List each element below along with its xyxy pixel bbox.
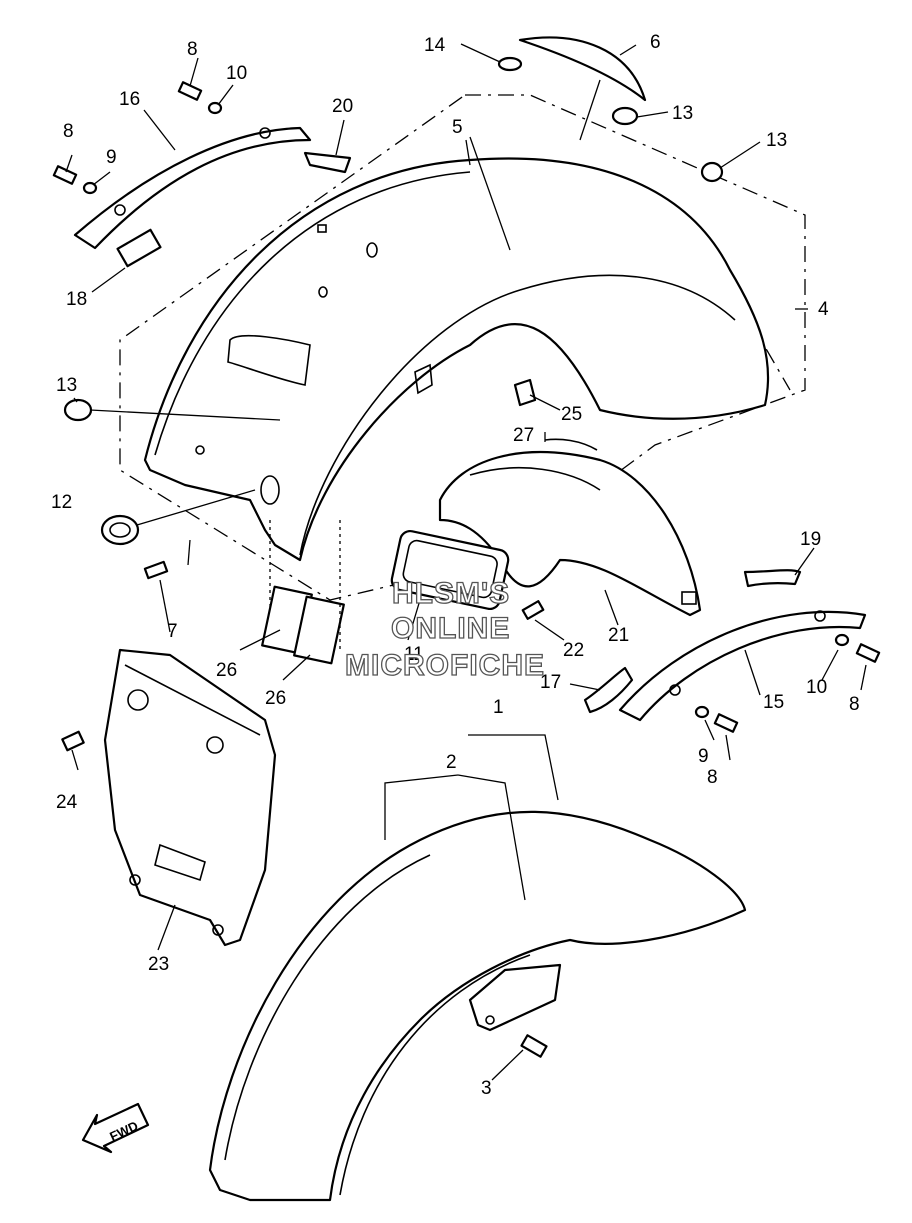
callout-26a: 26 bbox=[216, 660, 237, 681]
callout-23: 23 bbox=[148, 954, 169, 975]
bolt-8-b bbox=[52, 165, 78, 185]
callout-8d: 8 bbox=[707, 767, 718, 788]
rubber-pad-20 bbox=[303, 151, 352, 174]
callout-27: 27 bbox=[513, 425, 534, 446]
washer-9-b bbox=[694, 705, 710, 719]
callout-18: 18 bbox=[66, 289, 87, 310]
callout-13a: 13 bbox=[672, 103, 693, 124]
callout-8b: 8 bbox=[63, 121, 74, 142]
license-light bbox=[390, 529, 510, 611]
callout-16: 16 bbox=[119, 89, 140, 110]
callout-1: 1 bbox=[493, 697, 504, 718]
bolt-3 bbox=[520, 1034, 548, 1058]
watermark: HLSM'S ONLINE MICROFICHE bbox=[344, 576, 545, 682]
callout-12: 12 bbox=[51, 492, 72, 513]
rail-left bbox=[73, 126, 312, 250]
callout-22: 22 bbox=[563, 640, 584, 661]
callout-4: 4 bbox=[818, 299, 829, 320]
bolt-7 bbox=[143, 560, 169, 580]
callout-8a: 8 bbox=[187, 39, 198, 60]
callout-2: 2 bbox=[446, 752, 457, 773]
bolt-8-d bbox=[713, 713, 739, 733]
grommet-12 bbox=[100, 514, 140, 546]
callout-10b: 10 bbox=[806, 677, 827, 698]
washer-10-a bbox=[207, 101, 223, 115]
callout-26b: 26 bbox=[265, 688, 286, 709]
front-fender bbox=[208, 810, 747, 1202]
bolt-24 bbox=[61, 730, 85, 752]
bolt-22 bbox=[521, 600, 545, 620]
callout-3: 3 bbox=[481, 1078, 492, 1099]
callout-8c: 8 bbox=[849, 694, 860, 715]
callout-15: 15 bbox=[763, 692, 784, 713]
strip-27 bbox=[544, 438, 598, 451]
callout-13b: 13 bbox=[766, 130, 787, 151]
callout-9b: 9 bbox=[698, 746, 709, 767]
callout-21: 21 bbox=[608, 625, 629, 646]
bolt-8-a bbox=[177, 81, 203, 101]
callout-10a: 10 bbox=[226, 63, 247, 84]
watermark-line-2: ONLINE bbox=[391, 612, 510, 645]
watermark-line-1: HLSM'S bbox=[392, 577, 510, 610]
callout-20: 20 bbox=[332, 96, 353, 117]
clip-25 bbox=[513, 378, 537, 407]
rear-fender bbox=[143, 157, 770, 562]
pad-17 bbox=[583, 666, 634, 714]
rubber-pad-18 bbox=[116, 228, 162, 268]
pad-26-b bbox=[293, 595, 345, 665]
pad-19 bbox=[743, 569, 802, 588]
watermark-line-3: MICROFICHE bbox=[345, 649, 545, 682]
washer-10-b bbox=[834, 633, 850, 647]
callout-6: 6 bbox=[650, 32, 661, 53]
callout-5: 5 bbox=[452, 117, 463, 138]
fwd-arrow-icon: FWD bbox=[81, 1102, 150, 1154]
grommet-13-a bbox=[611, 106, 639, 126]
callout-7: 7 bbox=[167, 621, 178, 642]
grommet-13-c bbox=[63, 398, 93, 422]
hardware bbox=[52, 56, 881, 1058]
fender-tip bbox=[518, 36, 647, 102]
callout-25: 25 bbox=[561, 404, 582, 425]
bolt-8-c bbox=[855, 643, 881, 663]
grommet-13-b bbox=[700, 161, 724, 183]
washer-9-a bbox=[82, 181, 98, 195]
washer-14 bbox=[497, 56, 523, 72]
callout-9a: 9 bbox=[106, 147, 117, 168]
callout-24: 24 bbox=[56, 792, 78, 813]
leader-lines bbox=[65, 43, 867, 1081]
callout-13c: 13 bbox=[56, 375, 77, 396]
callout-19: 19 bbox=[800, 529, 821, 550]
bracket-plate bbox=[103, 648, 277, 947]
rail-right bbox=[618, 610, 867, 722]
callout-11: 11 bbox=[404, 644, 424, 665]
callout-17: 17 bbox=[540, 672, 561, 693]
callout-14: 14 bbox=[424, 35, 446, 56]
